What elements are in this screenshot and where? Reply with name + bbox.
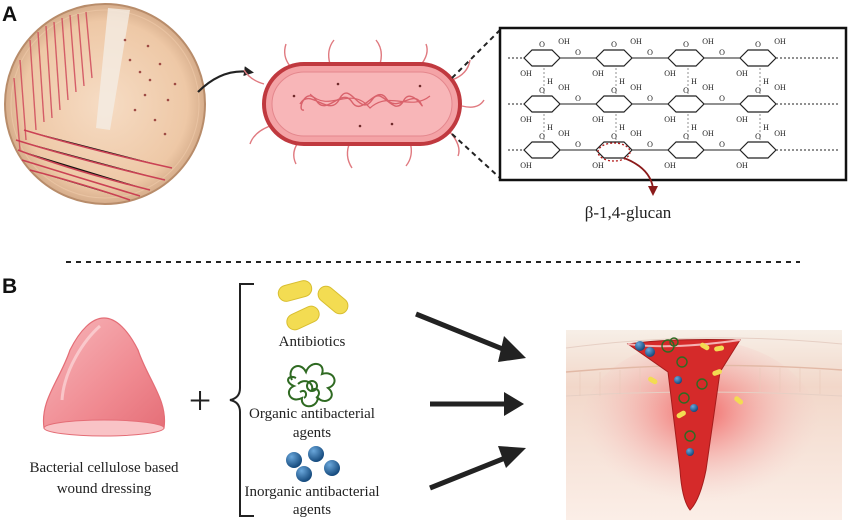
atom-label-hydroxyl: OH [774,83,786,92]
atom-label-hydroxyl: OH [592,161,604,170]
antibiotics-icon [277,280,349,331]
atom-label-hydroxyl: OH [558,129,570,138]
bond-arrow [623,157,654,189]
atom-label-hydroxyl: OH [520,69,532,78]
atom-label-oxygen: O [575,48,581,57]
wound-illustration [565,330,843,520]
agent-label-organic-line2: agents [293,425,331,441]
atom-label-oxygen: O [683,86,689,95]
atom-label-oxygen: O [719,140,725,149]
atom-label-hydrogen: H [763,123,769,132]
atom-label-hydroxyl: OH [774,129,786,138]
bond-highlight [597,142,631,162]
inorganic-agents-icon [286,446,340,482]
zoom-line-top [451,29,501,79]
atom-label-oxygen: O [755,86,761,95]
atom-label-hydroxyl: OH [520,161,532,170]
atom-label-oxygen: O [755,40,761,49]
atom-label-hydrogen: H [547,123,553,132]
atom-label-oxygen: O [647,94,653,103]
atom-label-oxygen: O [719,48,725,57]
agents-to-wound-arrows [415,311,526,491]
plate-to-cell-arrow [197,66,254,93]
atom-label-hydroxyl: OH [736,161,748,170]
atom-label-oxygen: O [539,86,545,95]
atom-label-hydroxyl: OH [664,115,676,124]
atom-label-hydrogen: H [619,123,625,132]
atom-label-hydrogen: H [547,77,553,86]
atom-label-oxygen: O [575,140,581,149]
agent-label-inorganic-line2: agents [293,502,331,518]
agent-label-antibiotics: Antibiotics [279,334,346,350]
atom-label-hydroxyl: OH [558,83,570,92]
atom-label-oxygen: O [575,94,581,103]
atom-label-oxygen: O [683,132,689,141]
atom-label-oxygen: O [647,140,653,149]
agent-label-inorganic-line1: Inorganic antibacterial [244,484,379,500]
atom-label-oxygen: O [611,40,617,49]
atom-label-hydroxyl: OH [520,115,532,124]
atom-label-hydroxyl: OH [630,129,642,138]
atom-label-oxygen: O [611,132,617,141]
atom-label-hydrogen: H [763,77,769,86]
petri-dish-illustration [4,3,206,205]
atom-label-hydroxyl: OH [592,69,604,78]
atom-label-hydrogen: H [691,77,697,86]
atom-label-oxygen: O [683,40,689,49]
atom-label-hydroxyl: OH [664,161,676,170]
atom-label-hydroxyl: OH [558,37,570,46]
atom-label-oxygen: O [539,132,545,141]
atom-label-oxygen: O [755,132,761,141]
atom-label-hydroxyl: OH [592,115,604,124]
atom-label-hydroxyl: OH [630,37,642,46]
panel-a-letter: A [2,3,17,26]
agents-brace [229,283,254,517]
atom-label-hydroxyl: OH [702,129,714,138]
atom-label-hydrogen: H [619,77,625,86]
atom-label-hydroxyl: OH [630,83,642,92]
atom-label-oxygen: O [611,86,617,95]
plus-sign: + [189,378,212,423]
bond-label: β-1,4-glucan [585,203,672,222]
zoom-line-bottom [451,133,501,179]
dressing-dome-illustration [42,317,166,437]
atom-label-hydroxyl: OH [664,69,676,78]
dressing-label-line2: wound dressing [57,481,152,497]
atom-label-hydrogen: H [691,123,697,132]
atom-label-oxygen: O [647,48,653,57]
panel-b-letter: B [2,275,17,298]
atom-label-hydroxyl: OH [702,37,714,46]
bacterium-illustration [243,39,485,169]
atom-label-oxygen: O [539,40,545,49]
dressing-label-line1: Bacterial cellulose based [29,460,179,476]
atom-label-hydroxyl: OH [736,115,748,124]
organic-agents-icon [287,363,336,408]
atom-label-hydroxyl: OH [736,69,748,78]
bond-arrow-head [648,186,658,196]
atom-label-oxygen: O [719,94,725,103]
atom-label-hydroxyl: OH [774,37,786,46]
agent-label-organic-line1: Organic antibacterial [249,406,375,422]
atom-label-hydroxyl: OH [702,83,714,92]
